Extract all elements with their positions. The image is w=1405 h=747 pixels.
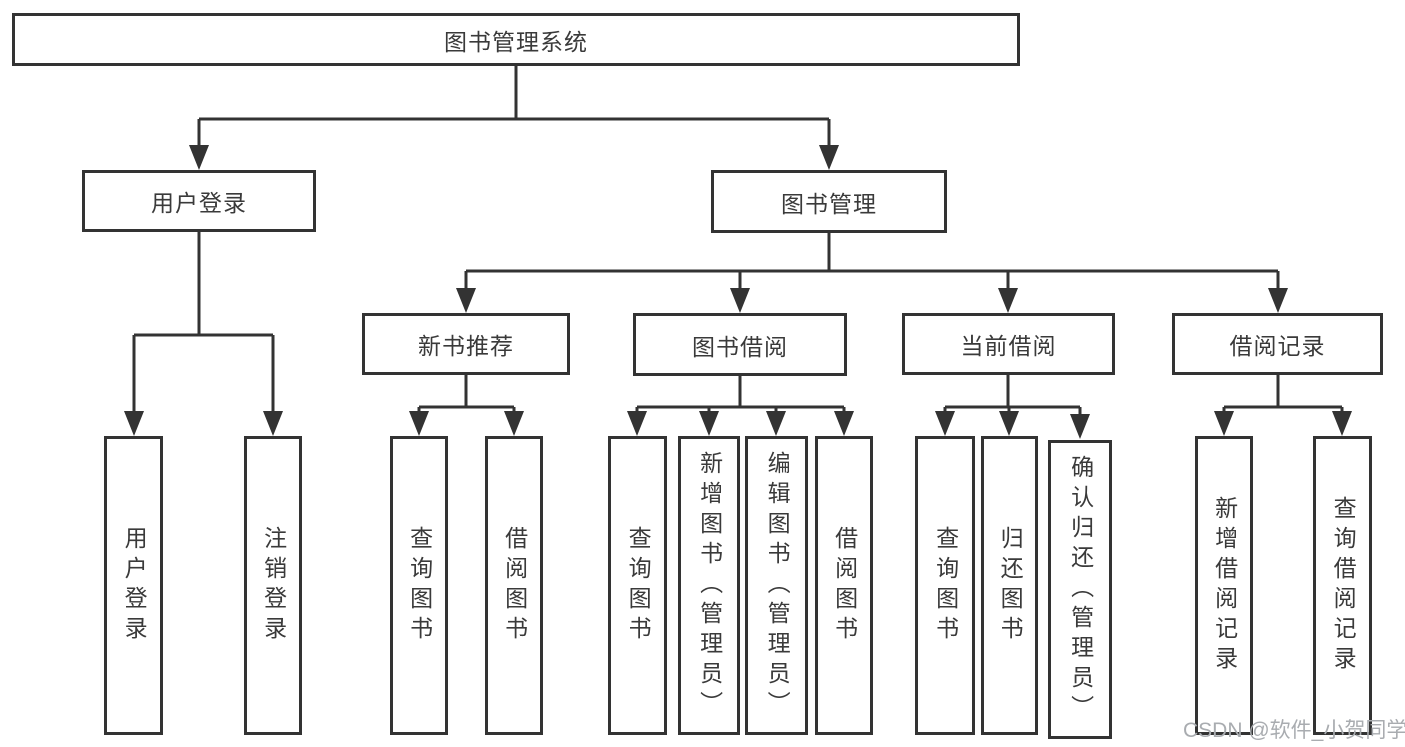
node-root: 图书管理系统: [12, 13, 1020, 66]
leaf-label: 查询图书: [932, 525, 959, 646]
node-root-label: 图书管理系统: [444, 28, 588, 55]
node-book-management: 图书管理: [711, 170, 947, 233]
node-borrow-records-label: 借阅记录: [1229, 333, 1326, 359]
node-user-login: 用户登录: [82, 170, 316, 232]
leaf-label: 新增图书（管理员）: [696, 450, 723, 721]
leaf-query-books-2: 查询图书: [608, 436, 667, 735]
leaf-label: 用户登录: [121, 525, 148, 646]
leaf-borrow-books-2: 借阅图书: [815, 436, 873, 735]
leaf-label: 借阅图书: [501, 525, 528, 646]
node-book-borrow: 图书借阅: [633, 313, 847, 376]
leaf-confirm-return-admin: 确认归还（管理员）: [1048, 440, 1112, 739]
leaf-return-books: 归还图书: [981, 436, 1038, 735]
node-new-books: 新书推荐: [362, 313, 570, 375]
csdn-watermark: CSDN @软件_小贺同学: [1183, 719, 1405, 742]
leaf-label: 编辑图书（管理员）: [764, 450, 791, 721]
leaf-label: 确认归还（管理员）: [1067, 454, 1094, 725]
node-new-books-label: 新书推荐: [418, 333, 514, 359]
leaf-label: 借阅图书: [831, 525, 858, 646]
node-borrow-records: 借阅记录: [1172, 313, 1383, 375]
leaf-query-books-1: 查询图书: [390, 436, 448, 735]
node-book-borrow-label: 图书借阅: [692, 333, 788, 360]
leaf-label: 新增借阅记录: [1211, 495, 1238, 676]
leaf-label: 查询图书: [406, 525, 433, 646]
leaf-borrow-books-1: 借阅图书: [485, 436, 543, 735]
node-user-login-label: 用户登录: [151, 190, 247, 216]
leaf-edit-books-admin: 编辑图书（管理员）: [745, 436, 808, 735]
node-current-borrow: 当前借阅: [902, 313, 1115, 375]
leaf-logout: 注销登录: [244, 436, 302, 735]
leaf-label: 归还图书: [997, 525, 1024, 646]
node-current-borrow-label: 当前借阅: [960, 333, 1057, 359]
leaf-add-borrow-record: 新增借阅记录: [1195, 436, 1253, 735]
leaf-query-borrow-record: 查询借阅记录: [1313, 436, 1372, 735]
node-book-management-label: 图书管理: [781, 190, 877, 217]
leaf-label: 查询图书: [625, 525, 652, 646]
leaf-query-books-3: 查询图书: [915, 436, 975, 735]
leaf-label: 查询借阅记录: [1330, 495, 1357, 676]
leaf-user-login: 用户登录: [104, 436, 163, 735]
leaf-add-books-admin: 新增图书（管理员）: [678, 436, 740, 735]
leaf-label: 注销登录: [260, 525, 287, 646]
